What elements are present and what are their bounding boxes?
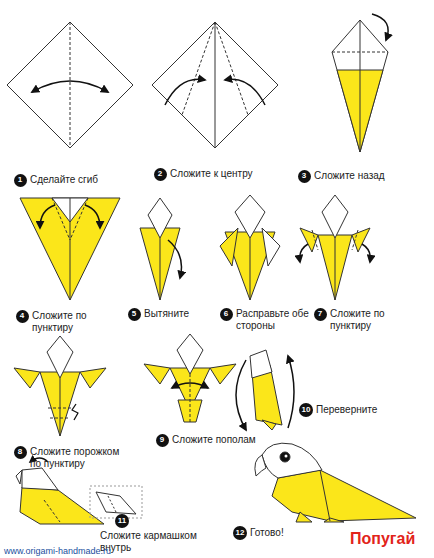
step-number: 9 xyxy=(156,434,169,447)
step-caption: Переверните xyxy=(316,404,416,416)
step-caption: Расправьте обе стороны xyxy=(236,308,311,332)
step-caption: Сложите назад xyxy=(314,170,424,182)
step-number: 5 xyxy=(128,308,141,321)
diagram-title: Попугай xyxy=(350,530,415,548)
step-caption: Сделайте сгиб xyxy=(30,174,140,186)
step-number-text: 9 xyxy=(160,436,164,444)
step-number-text: 1 xyxy=(18,176,22,184)
step-number-text: 8 xyxy=(18,448,22,456)
step-number-text: 6 xyxy=(224,310,228,318)
website-watermark: www.origami-handmade.ru xyxy=(4,545,164,557)
step-caption: Сложите кармашком внутрь xyxy=(100,530,200,554)
step-number-text: 10 xyxy=(302,406,311,414)
step-number: 11 xyxy=(115,514,129,528)
step-number-text: 12 xyxy=(236,529,245,537)
step-number: 1 xyxy=(14,174,27,187)
step-number: 4 xyxy=(16,310,29,323)
step-number: 8 xyxy=(14,446,27,459)
step-number: 12 xyxy=(233,526,247,540)
step-number: 2 xyxy=(154,168,167,181)
step-number: 3 xyxy=(298,170,311,183)
step-caption: Сложите по пунктиру xyxy=(330,308,390,332)
step-number: 10 xyxy=(299,403,313,417)
step-caption: Сложите порожком по пунктиру xyxy=(30,446,130,470)
step-caption: Готово! xyxy=(250,527,310,539)
step-number-text: 7 xyxy=(318,310,322,318)
step-caption: Вытяните xyxy=(144,308,214,320)
step-number-text: 11 xyxy=(118,517,126,525)
step-number-text: 5 xyxy=(132,310,136,318)
step-number: 6 xyxy=(220,308,233,321)
step-number-text: 3 xyxy=(302,172,306,180)
step-caption: Сложите к центру xyxy=(170,168,290,180)
step-caption: Сложите по пунктиру xyxy=(32,310,102,334)
step-caption: Сложите пополам xyxy=(172,434,282,446)
step-number: 7 xyxy=(314,308,327,321)
step-number-text: 2 xyxy=(158,170,162,178)
step-number-text: 4 xyxy=(20,312,24,320)
